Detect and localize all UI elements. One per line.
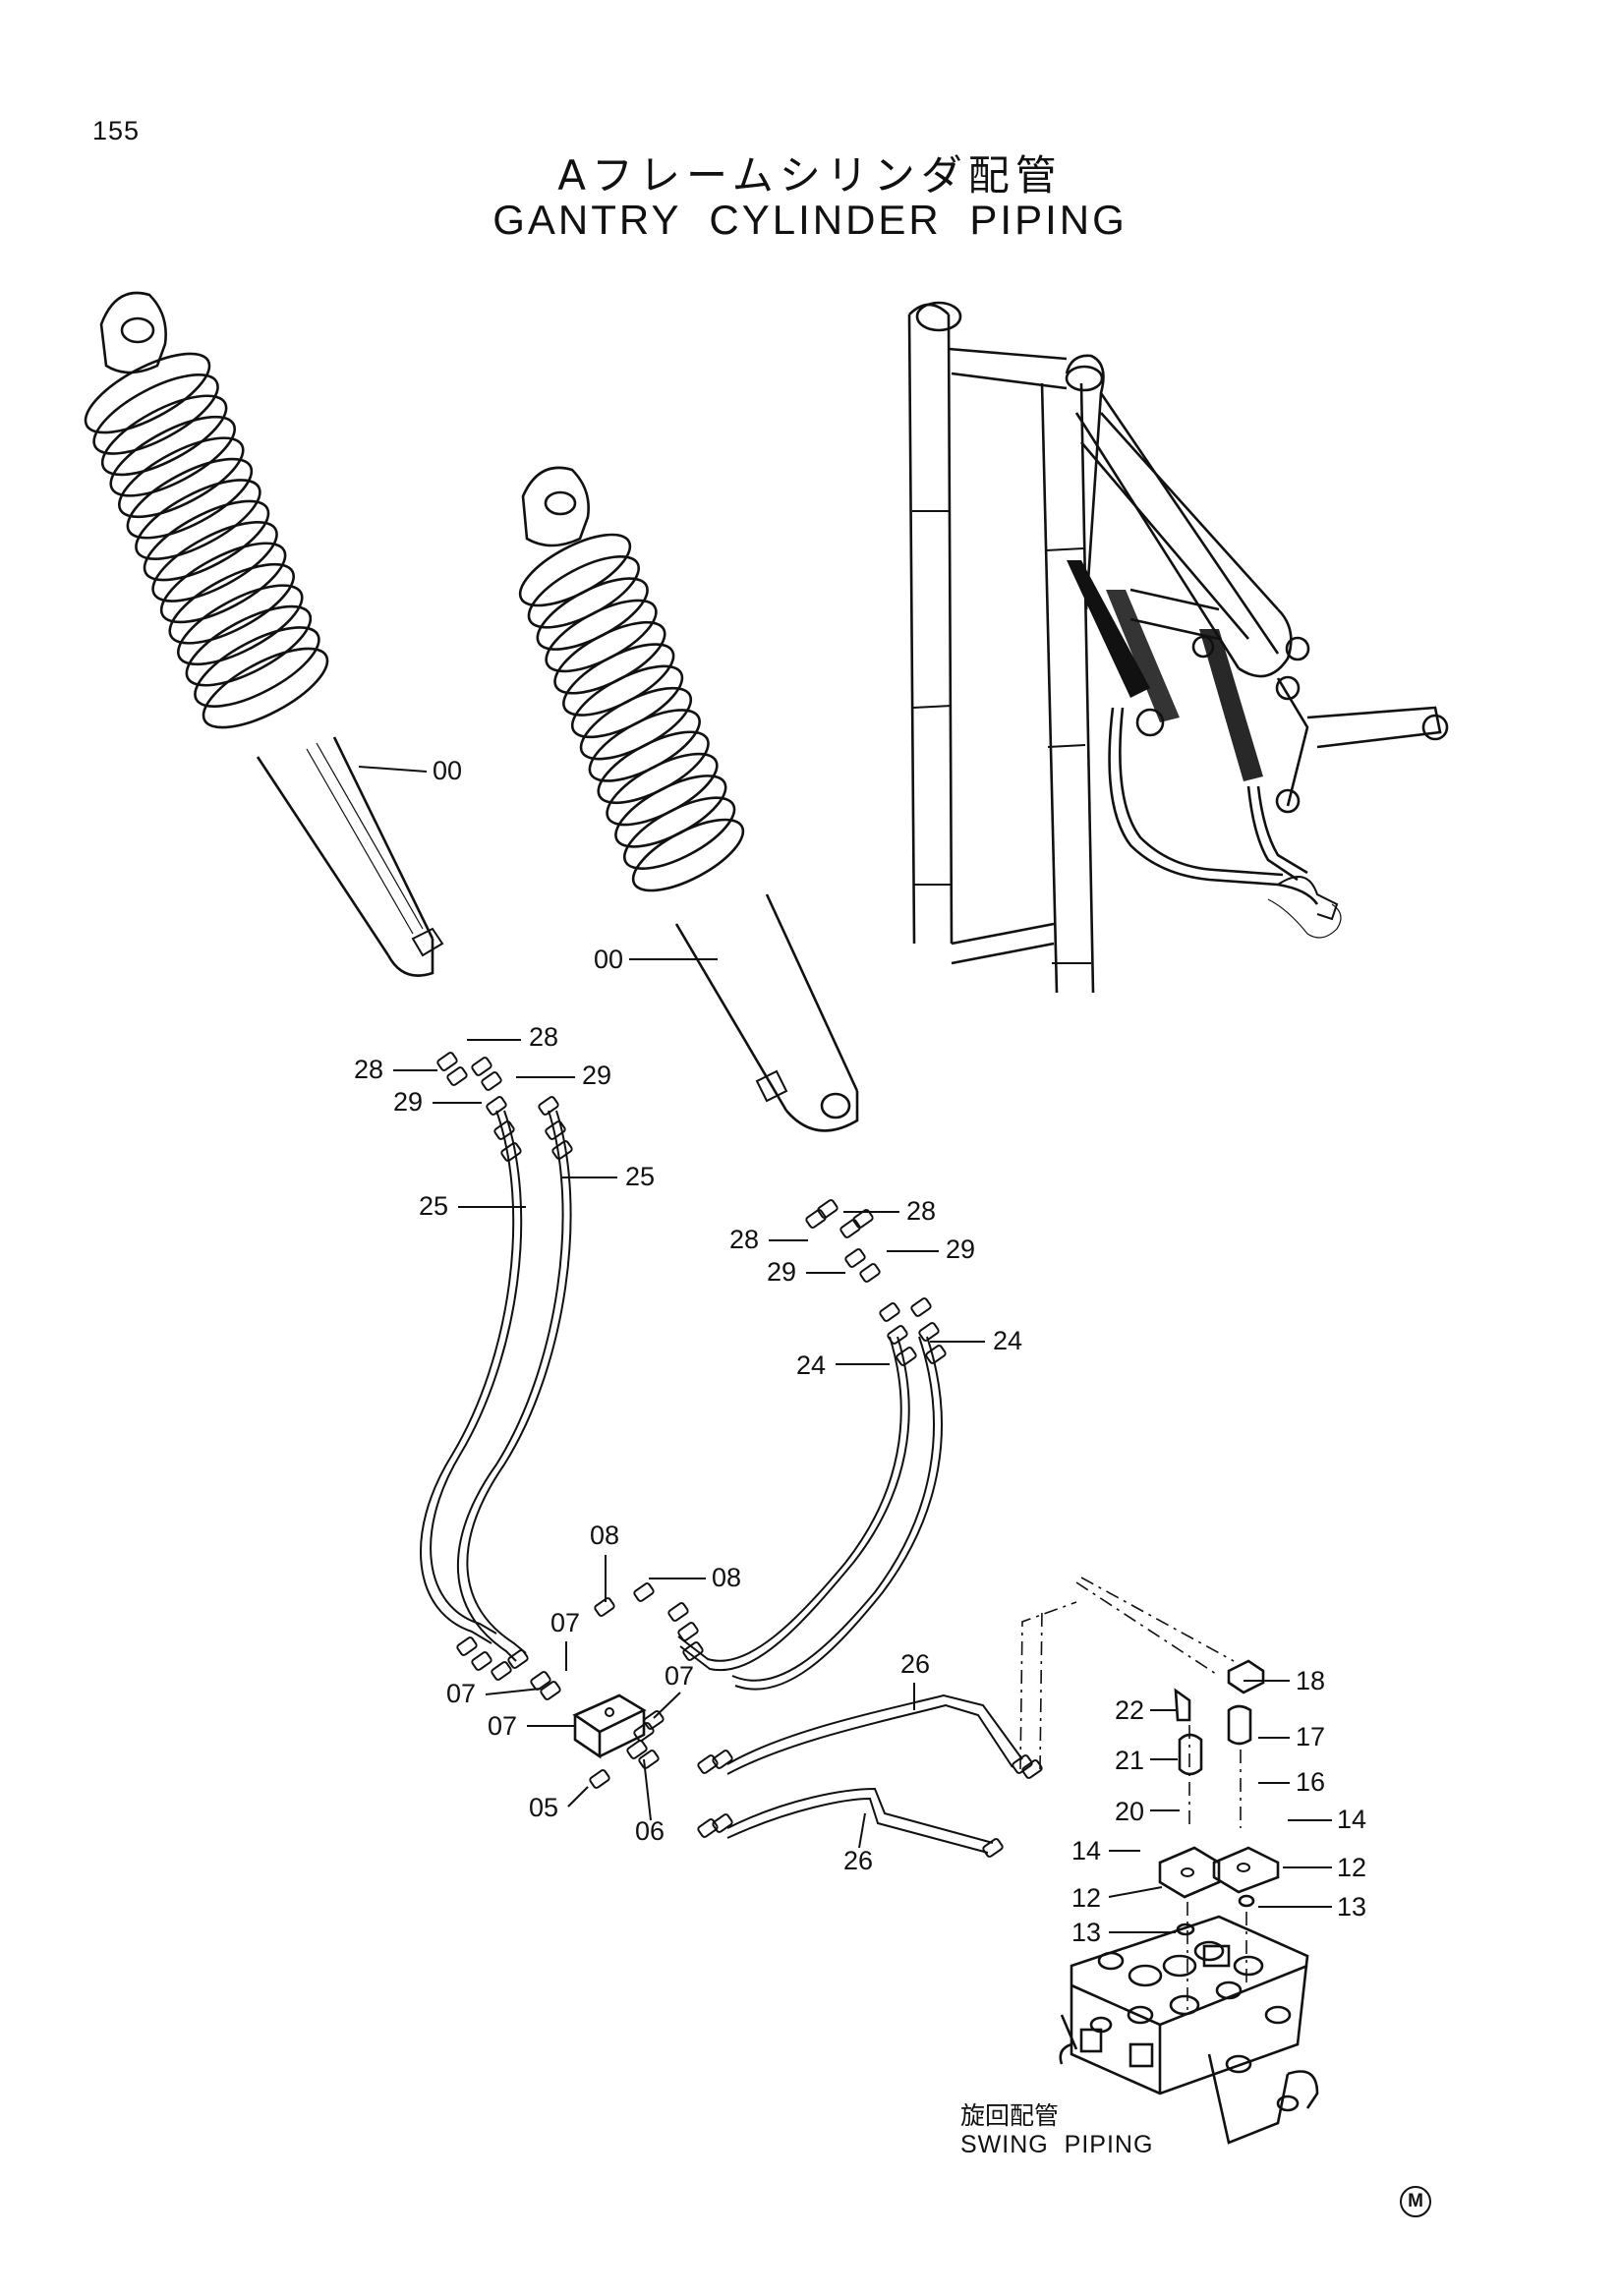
page-title-japanese: Aフレームシリンダ配管 [557, 151, 1063, 200]
callout-label-08: 08 [712, 1563, 741, 1592]
callout-label-29: 29 [946, 1234, 975, 1264]
callout-leaders [358, 766, 1332, 1933]
callout-label-29: 29 [767, 1257, 796, 1287]
callout-label-29: 29 [582, 1061, 611, 1090]
callout-label-28: 28 [729, 1225, 759, 1254]
callout-label-14: 14 [1337, 1805, 1366, 1834]
right-gantry-cylinder [518, 466, 859, 1132]
page-number: 155 [92, 116, 141, 145]
callout-label-00: 00 [433, 756, 462, 785]
callout-label-26: 26 [900, 1649, 930, 1679]
center-lines [1019, 1577, 1247, 2010]
callout-label-26: 26 [843, 1846, 873, 1875]
callout-leader-07 [653, 1692, 681, 1719]
callout-label-14: 14 [1071, 1836, 1101, 1866]
callout-label-06: 06 [635, 1816, 665, 1846]
callout-label-16: 16 [1296, 1767, 1325, 1797]
left-gantry-cylinder [84, 291, 444, 977]
callout-label-07: 07 [488, 1711, 517, 1741]
callout-leader-12 [1108, 1886, 1163, 1898]
callout-label-05: 05 [529, 1793, 558, 1822]
callout-labels: 00 00 28 28 29 29 25 25 28 28 29 29 24 24 08 08 07 07 07 07… [354, 756, 1366, 1947]
callout-label-24: 24 [796, 1350, 826, 1380]
callout-label-21: 21 [1115, 1746, 1144, 1775]
hoses-24 [677, 1336, 943, 1691]
callout-label-08: 08 [590, 1521, 619, 1550]
callout-label-13: 13 [1071, 1918, 1101, 1947]
control-valve-block [1059, 1915, 1319, 2145]
swing-piping-caption-japanese: 旋回配管 [960, 2101, 1060, 2130]
callout-leader-05 [567, 1786, 589, 1808]
swing-piping-caption-english: SWING PIPING [960, 2131, 1154, 2158]
callout-label-28: 28 [529, 1022, 558, 1052]
left-cylinder-bellows [84, 352, 329, 729]
callout-label-20: 20 [1115, 1797, 1144, 1826]
callout-label-12: 12 [1071, 1883, 1101, 1913]
flange-fittings [1158, 1659, 1280, 1936]
callout-label-17: 17 [1296, 1722, 1325, 1751]
callout-label-28: 28 [906, 1196, 936, 1226]
callout-label-28: 28 [354, 1055, 383, 1084]
callout-label-07: 07 [550, 1608, 580, 1637]
callout-label-24: 24 [993, 1326, 1022, 1355]
callout-label-13: 13 [1337, 1892, 1366, 1922]
right-cylinder-bellows [518, 533, 745, 892]
callout-label-25: 25 [419, 1191, 448, 1221]
callout-label-12: 12 [1337, 1853, 1366, 1882]
callout-leader-06 [643, 1758, 652, 1821]
callout-label-07: 07 [446, 1679, 476, 1708]
callout-label-29: 29 [393, 1087, 423, 1117]
gantry-frame-inset [907, 301, 1449, 994]
tee-block-05 [572, 1693, 647, 1759]
hose-fittings [436, 1052, 1043, 1858]
hoses-26 [726, 1693, 1023, 1854]
callout-label-00: 00 [594, 945, 623, 974]
callout-label-25: 25 [625, 1162, 655, 1191]
callout-leader-00 [358, 766, 428, 773]
page-title-english: GANTRY CYLINDER PIPING [492, 197, 1128, 243]
callout-label-22: 22 [1115, 1695, 1144, 1725]
callout-leader-26 [858, 1812, 866, 1849]
callout-label-18: 18 [1296, 1666, 1325, 1695]
callout-label-07: 07 [665, 1661, 694, 1691]
callout-leader-07 [485, 1688, 542, 1695]
model-mark-badge: M [1400, 2186, 1431, 2217]
